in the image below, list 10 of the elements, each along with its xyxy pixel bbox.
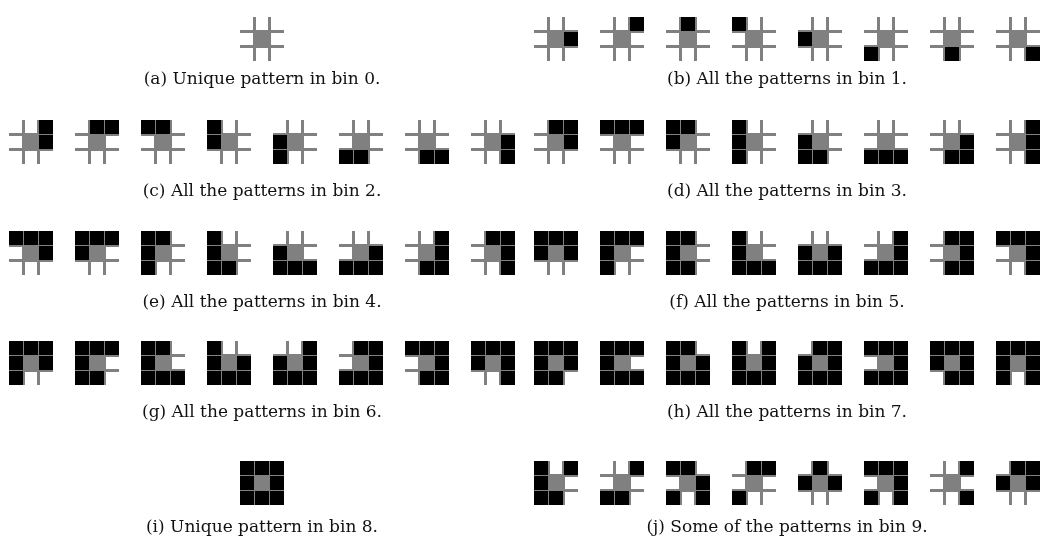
caption: (j) Some of the patterns in bin 9. xyxy=(646,516,928,536)
caption: (g) All the patterns in bin 6. xyxy=(142,401,382,421)
caption: (d) All the patterns in bin 3. xyxy=(667,180,907,200)
caption: (a) Unique pattern in bin 0. xyxy=(143,68,381,88)
caption: (e) All the patterns in bin 4. xyxy=(142,291,382,311)
caption: (c) All the patterns in bin 2. xyxy=(142,180,382,200)
caption: (f) All the patterns in bin 5. xyxy=(669,291,905,311)
caption: (b) All the patterns in bin 1. xyxy=(667,68,907,88)
caption: (i) Unique pattern in bin 8. xyxy=(146,516,378,536)
caption: (h) All the patterns in bin 7. xyxy=(667,401,907,421)
